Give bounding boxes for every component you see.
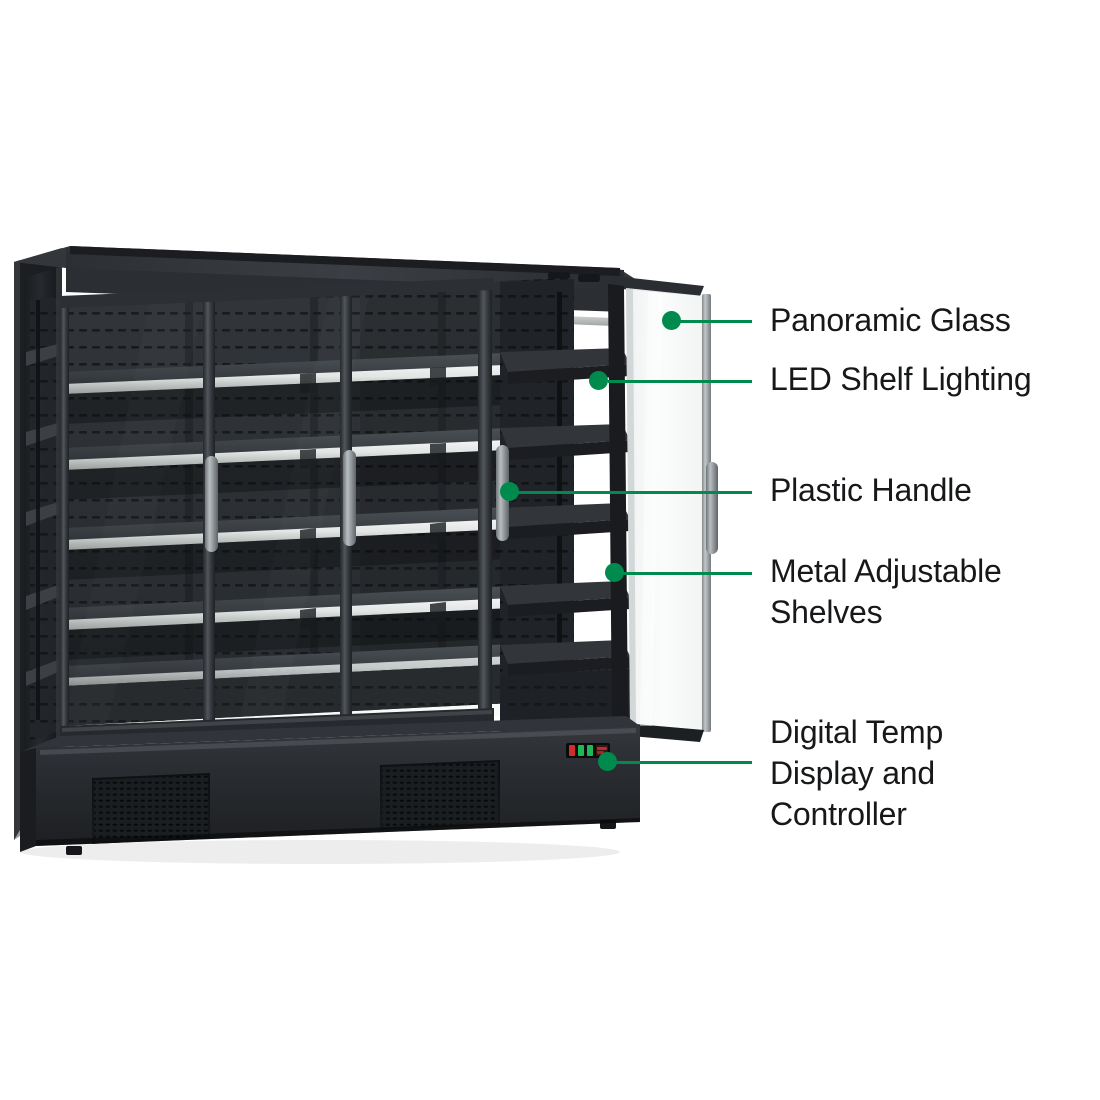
callout-label-led-shelf-lighting: LED Shelf Lighting bbox=[770, 361, 1032, 397]
open-glass-door bbox=[608, 276, 718, 742]
door-handle-1 bbox=[205, 456, 218, 552]
controller-indicator-green-1 bbox=[578, 745, 584, 756]
controller-indicator-green-2 bbox=[587, 745, 593, 756]
callout-line-panoramic-glass bbox=[672, 320, 752, 323]
open-door-handle bbox=[706, 462, 718, 554]
plinth-vent-left bbox=[92, 773, 210, 844]
callout-dot-digital-temp-controller[interactable] bbox=[598, 752, 617, 771]
door-mullion-3 bbox=[478, 279, 492, 720]
closed-door-assembly bbox=[60, 278, 509, 740]
callout-label-plastic-handle: Plastic Handle bbox=[770, 472, 972, 508]
left-side-shelf-edges bbox=[26, 344, 58, 686]
door-handle-2 bbox=[343, 450, 356, 546]
callout-label-metal-adjustable-shelves: Metal Adjustable Shelves bbox=[770, 553, 1002, 630]
digital-temp-controller-panel bbox=[566, 743, 610, 758]
plinth-feet bbox=[66, 820, 616, 855]
cabinet-interior bbox=[62, 278, 570, 726]
callout-dot-led-shelf-lighting[interactable] bbox=[589, 371, 608, 390]
controller-indicator-red bbox=[569, 745, 575, 756]
callout-dot-panoramic-glass[interactable] bbox=[662, 311, 681, 330]
plinth-vent-right bbox=[380, 760, 500, 830]
callout-line-led-shelf-lighting bbox=[608, 380, 752, 383]
left-side-panel bbox=[14, 248, 62, 840]
door-hinge-stile bbox=[608, 284, 628, 728]
plinth bbox=[20, 716, 640, 855]
callout-line-metal-adjustable-shelves bbox=[622, 572, 752, 575]
callout-line-plastic-handle bbox=[512, 491, 752, 494]
protruding-shelf-noses bbox=[500, 348, 630, 676]
shelf-led-5 bbox=[64, 653, 570, 686]
door-post-left bbox=[60, 296, 69, 738]
shelf-deck-5 bbox=[64, 641, 570, 686]
callout-line-digital-temp-controller bbox=[610, 761, 752, 764]
open-bay-shelves bbox=[500, 279, 630, 736]
door-glass-pane bbox=[626, 288, 706, 730]
callout-label-panoramic-glass: Panoramic Glass bbox=[770, 302, 1011, 338]
callout-dot-plastic-handle[interactable] bbox=[500, 482, 519, 501]
callout-label-digital-temp-controller: Digital Temp Display and Controller bbox=[770, 714, 944, 832]
shelf-brackets bbox=[300, 367, 446, 629]
callout-dot-metal-adjustable-shelves[interactable] bbox=[605, 563, 624, 582]
